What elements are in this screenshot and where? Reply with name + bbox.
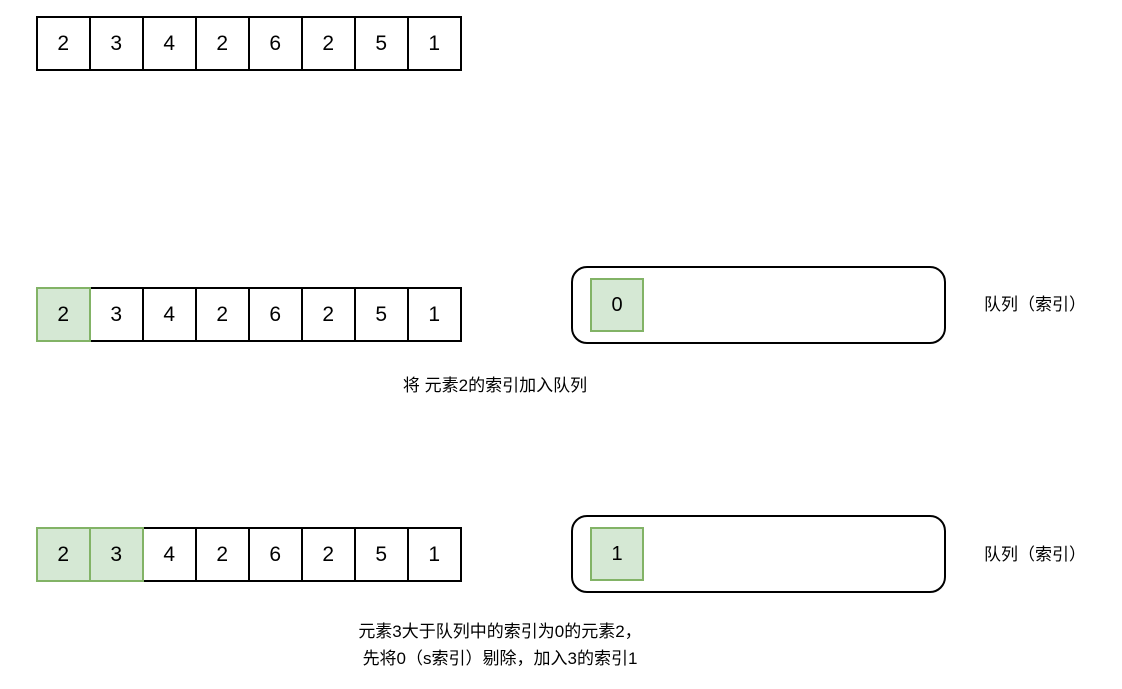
array-cell[interactable]: 1 [407, 287, 462, 342]
array-cell-highlighted[interactable]: 3 [89, 527, 144, 582]
array-cell[interactable]: 4 [142, 287, 197, 342]
array-cell[interactable]: 3 [89, 287, 144, 342]
array-row-initial: 2 3 4 2 6 2 5 1 [36, 16, 462, 71]
array-cell[interactable]: 4 [142, 16, 197, 71]
array-cell[interactable]: 5 [354, 287, 409, 342]
caption-line: 先将0（s索引）剔除，加入3的索引1 [362, 649, 638, 668]
array-cell[interactable]: 1 [407, 16, 462, 71]
array-cell[interactable]: 5 [354, 16, 409, 71]
array-cell[interactable]: 2 [301, 527, 356, 582]
array-cell[interactable]: 2 [195, 527, 250, 582]
queue-label-step2: 队列（索引） [984, 545, 1086, 564]
array-cell[interactable]: 6 [248, 287, 303, 342]
array-cell[interactable]: 6 [248, 16, 303, 71]
array-cell[interactable]: 2 [195, 16, 250, 71]
array-cell[interactable]: 5 [354, 527, 409, 582]
array-cell[interactable]: 2 [195, 287, 250, 342]
queue-box-step2: 1 [571, 515, 946, 593]
array-cell[interactable]: 3 [89, 16, 144, 71]
array-cell[interactable]: 2 [301, 16, 356, 71]
array-cell[interactable]: 4 [142, 527, 197, 582]
array-cell[interactable]: 1 [407, 527, 462, 582]
caption-line: 元素3大于队列中的索引为0的元素2， [358, 622, 642, 641]
array-cell[interactable]: 2 [36, 16, 91, 71]
array-row-step2: 2 3 4 2 6 2 5 1 [36, 527, 462, 582]
array-cell[interactable]: 6 [248, 527, 303, 582]
array-cell[interactable]: 2 [301, 287, 356, 342]
array-cell-highlighted[interactable]: 2 [36, 527, 91, 582]
caption-line: 将 元素2的索引加入队列 [402, 376, 588, 395]
array-row-step1: 2 3 4 2 6 2 5 1 [36, 287, 462, 342]
array-cell-highlighted[interactable]: 2 [36, 287, 91, 342]
caption-step2: 元素3大于队列中的索引为0的元素2， 先将0（s索引）剔除，加入3的索引1 [0, 618, 1000, 672]
queue-box-step1: 0 [571, 266, 946, 344]
queue-item[interactable]: 0 [590, 278, 644, 332]
caption-step1: 将 元素2的索引加入队列 [0, 372, 990, 399]
queue-label-step1: 队列（索引） [984, 295, 1086, 314]
queue-item[interactable]: 1 [590, 527, 644, 581]
